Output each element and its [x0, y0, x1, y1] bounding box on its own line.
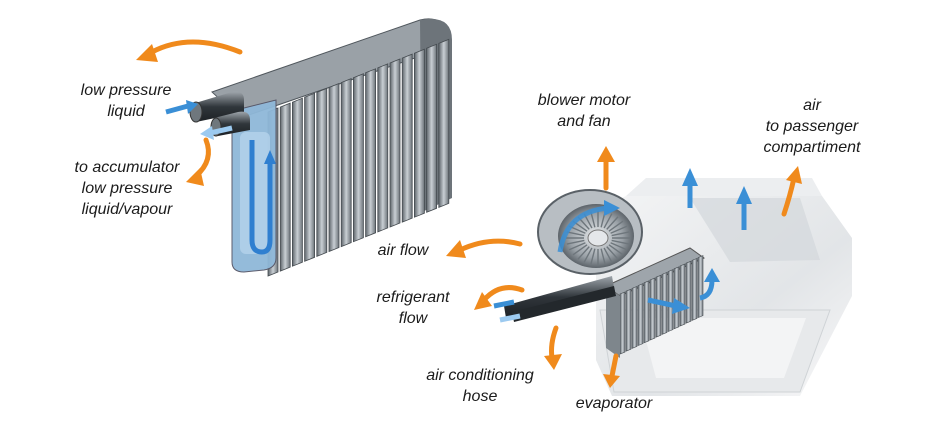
label-air-conditioning-hose: air conditioning hose [426, 367, 534, 405]
fin-plate [377, 63, 389, 233]
fan-blade [608, 244, 624, 256]
fin-plate [389, 58, 401, 228]
fin-plate [625, 288, 632, 352]
fin-plate [353, 73, 364, 243]
fin-plate [401, 53, 413, 223]
label-evaporator: evaporator [575, 395, 653, 412]
blue-flow-arrow-icon [682, 168, 698, 186]
fin-plate [637, 283, 644, 347]
fan-blade [611, 239, 630, 245]
orange-arrow-icon [603, 374, 620, 388]
fan-blade [608, 220, 624, 232]
fan-blade [568, 242, 586, 251]
evaporator-core-large [189, 18, 452, 277]
fin-plate [685, 260, 692, 324]
blue-flow-arrow-icon [493, 182, 747, 323]
evaporator-core-small [605, 247, 705, 358]
fan-blade [610, 225, 628, 234]
fin-plate [667, 269, 674, 333]
fin-plate [340, 78, 352, 248]
fan-blade [606, 216, 619, 230]
orange-arrow-icon [446, 240, 466, 258]
label-air-flow: air flow [377, 242, 429, 259]
fan-blade [603, 247, 613, 263]
fin-plate [655, 274, 662, 338]
fan-blade [590, 211, 596, 228]
label-air-to-passenger: air to passenger compartiment [763, 97, 861, 156]
fin-plate [691, 257, 698, 321]
fan-blade [603, 213, 613, 229]
fan-blade [566, 239, 585, 245]
fin-plate [365, 68, 376, 238]
fin-plate [414, 48, 425, 218]
orange-arrow-icon [786, 166, 802, 184]
orange-arrow-icon [597, 146, 615, 162]
fan-blade [572, 244, 588, 256]
fin-plate [292, 97, 303, 267]
fin-plate [426, 43, 437, 213]
label-refrigerant-flow: refrigerant flow [376, 289, 450, 327]
blower-fan [537, 189, 643, 275]
fin-plate [631, 285, 638, 349]
blue-flow-arrow-icon [736, 186, 752, 204]
orange-arrow-icon [544, 354, 562, 370]
fan-blade [566, 231, 585, 237]
fan-blade [600, 248, 606, 265]
blue-flow-arrow-icon [704, 268, 720, 282]
blue-flow-arrow-icon [165, 100, 233, 140]
fin-plate [304, 92, 315, 262]
fin-plate [673, 266, 680, 330]
hvac-housing [596, 178, 852, 396]
fin-plate [316, 87, 328, 257]
orange-arrow-icon [136, 44, 158, 62]
fin-plate [279, 102, 291, 272]
fan-blade [611, 231, 630, 237]
fan-blade [606, 246, 619, 260]
fan-blade [590, 248, 596, 265]
fin-plate [328, 82, 340, 253]
fin-plate [438, 38, 450, 208]
label-low-pressure-liquid: low pressure liquid [80, 82, 172, 120]
fin-plate [697, 255, 704, 319]
fin-plate [679, 263, 686, 327]
blue-flow-arrow-icon [672, 298, 690, 314]
fan-blade [610, 242, 628, 251]
label-to-accumulator: to accumulator low pressure liquid/vapou… [74, 159, 180, 218]
fin-plate [619, 291, 626, 355]
fin-plate [643, 280, 650, 344]
fin-plate [649, 277, 656, 341]
air-conditioning-hose [504, 276, 616, 322]
fan-blade [583, 247, 593, 263]
label-blower-motor: blower motor and fan [537, 92, 631, 130]
orange-arrow-icon [186, 168, 204, 186]
orange-arrow-icon [474, 292, 492, 310]
fan-blade [577, 246, 590, 260]
